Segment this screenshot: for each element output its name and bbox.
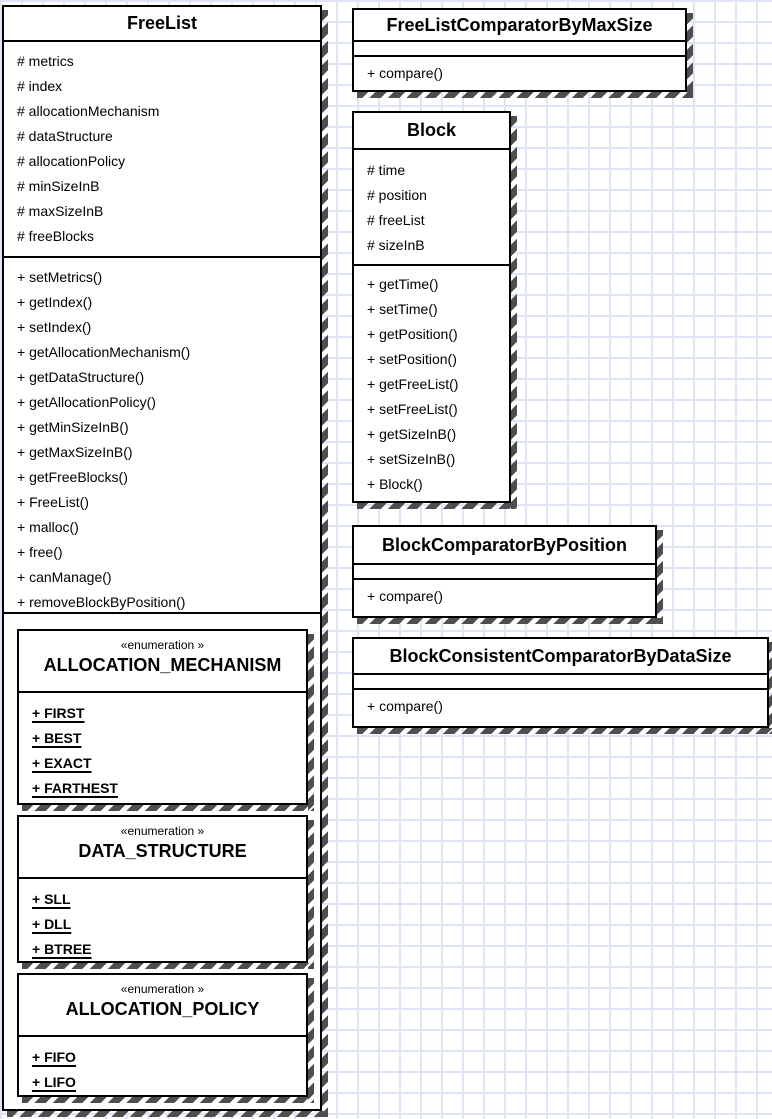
method-row: + getFreeBlocks() (17, 469, 128, 485)
attributes-compartment-block: # time # position # freeList # sizeInB (354, 150, 509, 266)
enum-literal-row: + DLL (32, 916, 72, 932)
method-row: + Block() (367, 476, 423, 492)
method-row: + getAllocationPolicy() (17, 394, 156, 410)
attributes-compartment-empty (354, 42, 685, 57)
method-row: + getIndex() (17, 294, 93, 310)
class-title-block-consistent-comparator-by-data-size: BlockConsistentComparatorByDataSize (354, 639, 767, 675)
enum-title-allocation-policy: «enumeration » ALLOCATION_POLICY (19, 975, 306, 1037)
enum-stereotype: «enumeration » (120, 638, 205, 652)
method-row: + setIndex() (17, 319, 92, 335)
method-row: + free() (17, 544, 63, 560)
method-row: + compare() (367, 588, 443, 604)
method-row: + compare() (367, 65, 443, 81)
enum-stereotype: «enumeration » (120, 824, 205, 838)
method-row: + canManage() (17, 569, 112, 585)
method-row: + removeBlockByPosition() (17, 594, 186, 610)
method-row: + getPosition() (367, 326, 458, 342)
enum-literals-data-structure: + SLL + DLL + BTREE (19, 879, 306, 962)
method-row: + setSizeInB() (367, 451, 456, 467)
attribute-row: # allocationMechanism (17, 103, 160, 119)
enum-name: DATA_STRUCTURE (78, 841, 247, 861)
attribute-row: # dataStructure (17, 128, 113, 144)
enum-literal-row: + EXACT (32, 755, 92, 771)
method-row: + setTime() (367, 301, 438, 317)
attribute-row: # allocationPolicy (17, 153, 126, 169)
enum-box-allocation-mechanism[interactable]: «enumeration » ALLOCATION_MECHANISM + FI… (17, 629, 314, 811)
method-row: + setPosition() (367, 351, 457, 367)
enum-literals-allocation-policy: + FIFO + LIFO (19, 1037, 306, 1095)
enum-literal-row: + BTREE (32, 941, 92, 957)
class-title-block: Block (354, 113, 509, 150)
nested-enumerations-compartment: «enumeration » ALLOCATION_MECHANISM + FI… (4, 614, 320, 1105)
enum-literal-row: + FIRST (32, 705, 85, 721)
enum-stereotype: «enumeration » (120, 982, 205, 996)
attribute-row: # freeBlocks (17, 228, 95, 244)
enum-name: ALLOCATION_POLICY (65, 999, 260, 1019)
enum-literal-row: + BEST (32, 730, 82, 746)
method-row: + getFreeList() (367, 376, 459, 392)
enum-literal-row: + FARTHEST (32, 780, 118, 796)
attribute-row: # time (367, 162, 406, 178)
method-row: + getMinSizeInB() (17, 419, 129, 435)
enum-literals-allocation-mechanism: + FIRST + BEST + EXACT + FARTHEST (19, 693, 306, 801)
method-row: + setFreeList() (367, 401, 458, 417)
class-box-block[interactable]: Block # time # position # freeList # sizeIn… (352, 111, 517, 509)
method-row: + compare() (367, 698, 443, 714)
method-row: + getTime() (367, 276, 439, 292)
methods-compartment-freelist: + setMetrics() + getIndex() + setIndex() + … (4, 258, 320, 614)
method-row: + setMetrics() (17, 269, 103, 285)
attributes-compartment-empty (354, 675, 767, 690)
enum-literal-row: + FIFO (32, 1049, 76, 1065)
enum-literal-row: + LIFO (32, 1074, 76, 1090)
methods-compartment: + compare() (354, 57, 685, 85)
attributes-compartment-freelist: # metrics # index # allocationMechanism # d… (4, 42, 320, 258)
methods-compartment: + compare() (354, 580, 655, 608)
class-box-freelist[interactable]: FreeList # metrics # index # allocationMec… (2, 5, 328, 1117)
enum-title-allocation-mechanism: «enumeration » ALLOCATION_MECHANISM (19, 631, 306, 693)
class-box-block-consistent-comparator-by-data-size[interactable]: BlockConsistentComparatorByDataSize + co… (352, 637, 772, 734)
attribute-row: # position (367, 187, 427, 203)
attribute-row: # minSizeInB (17, 178, 100, 194)
class-title-freelist: FreeList (4, 7, 320, 42)
enum-box-allocation-policy[interactable]: «enumeration » ALLOCATION_POLICY + FIFO+… (17, 973, 314, 1103)
method-row: + getMaxSizeInB() (17, 444, 133, 460)
class-title-block-comparator-by-position: BlockComparatorByPosition (354, 527, 655, 565)
method-row: + malloc() (17, 519, 79, 535)
enum-name: ALLOCATION_MECHANISM (43, 655, 282, 675)
attribute-row: # metrics (17, 53, 74, 69)
attribute-row: # index (17, 78, 63, 94)
enum-title-data-structure: «enumeration » DATA_STRUCTURE (19, 817, 306, 879)
enum-box-data-structure[interactable]: «enumeration » DATA_STRUCTURE + SLL + DLL… (17, 815, 314, 969)
attribute-row: # sizeInB (367, 237, 425, 253)
attribute-row: # freeList (367, 212, 425, 228)
class-box-block-comparator-by-position[interactable]: BlockComparatorByPosition + compare() (352, 525, 663, 624)
method-row: + getDataStructure() (17, 369, 145, 385)
enum-literal-row: + SLL (32, 891, 71, 907)
class-title-freelist-comparator-by-max-size: FreeListComparatorByMaxSize (354, 10, 685, 42)
methods-compartment: + compare() (354, 690, 767, 718)
attribute-row: # maxSizeInB (17, 203, 104, 219)
attributes-compartment-empty (354, 565, 655, 580)
methods-compartment-block: + getTime() + setTime() + getPosition() + s… (354, 266, 509, 497)
method-row: + getSizeInB() (367, 426, 457, 442)
class-box-freelist-comparator-by-max-size[interactable]: FreeListComparatorByMaxSize + compare() (352, 8, 693, 98)
method-row: + FreeList() (17, 494, 89, 510)
method-row: + getAllocationMechanism() (17, 344, 191, 360)
